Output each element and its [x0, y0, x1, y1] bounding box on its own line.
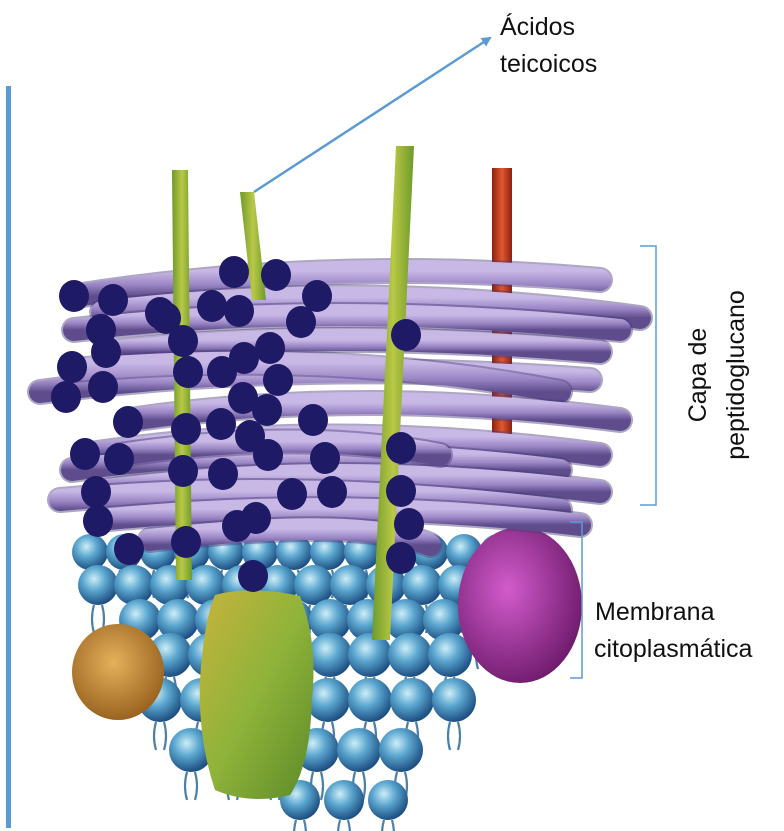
peptidoglycan-label-line2: peptidoglucano [722, 290, 750, 460]
fiber-end-cap [168, 455, 198, 487]
fiber-end-cap [219, 256, 249, 288]
fiber-end-cap [145, 297, 175, 329]
fiber-end-cap [114, 533, 144, 565]
teichoic-arrow [254, 38, 490, 192]
peptidoglycan-label-line1: Capa de [684, 328, 712, 423]
lipid-head [432, 678, 476, 722]
lipid-head [379, 728, 423, 772]
purple-membrane-protein [458, 527, 582, 683]
lipid-tail [382, 820, 394, 831]
lipid-head [324, 780, 364, 820]
fiber-end-cap [252, 394, 282, 426]
orange-membrane-protein [72, 624, 164, 720]
fiber-end-cap [104, 443, 134, 475]
fiber-end-cap [229, 342, 259, 374]
fiber-end-cap [51, 381, 81, 413]
arrow-tip [489, 37, 491, 39]
lipid-head [390, 678, 434, 722]
lipid-head [330, 565, 370, 605]
lipid-head [348, 678, 392, 722]
arrow-up-right-icon [489, 37, 491, 39]
teichoic-label-line2: teicoicos [500, 50, 597, 78]
lipid-tail [154, 722, 166, 750]
fiber-end-cap [253, 439, 283, 471]
fiber-end-cap [91, 336, 121, 368]
fiber-end-cap [386, 542, 416, 574]
teichoic-label-line1: Ácidos [500, 12, 575, 41]
fiber-end-cap [298, 404, 328, 436]
peptidoglycan-bracket [640, 246, 656, 505]
fiber-end-cap [173, 356, 203, 388]
membrane-label-line2: citoplasmática [594, 635, 752, 663]
fiber-end-cap [255, 332, 285, 364]
peptidoglycan-fiber [130, 403, 620, 420]
fiber-end-cap [70, 438, 100, 470]
fiber-end-cap [88, 371, 118, 403]
fiber-end-cap [263, 364, 293, 396]
lipid-tail [294, 820, 306, 831]
fiber-end-cap [277, 478, 307, 510]
fiber-end-cap [310, 442, 340, 474]
fiber-end-cap [261, 259, 291, 291]
green-membrane-protein [200, 590, 314, 799]
fiber-end-cap [206, 408, 236, 440]
fiber-end-cap [113, 406, 143, 438]
fiber-end-cap [98, 284, 128, 316]
lipid-head [78, 565, 118, 605]
fiber-end-cap [224, 295, 254, 327]
fiber-end-cap [171, 413, 201, 445]
lipid-head [72, 534, 108, 570]
lipid-head [114, 565, 154, 605]
fiber-end-cap [197, 290, 227, 322]
fiber-end-cap [386, 432, 416, 464]
fiber-end-cap [81, 476, 111, 508]
fiber-end-cap [59, 280, 89, 312]
fiber-end-cap [83, 505, 113, 537]
fiber-end-cap [171, 526, 201, 558]
fiber-end-cap [57, 351, 87, 383]
fiber-end-cap [317, 476, 347, 508]
fiber-end-cap [286, 306, 316, 338]
lipid-head [388, 633, 432, 677]
fiber-end-cap [391, 319, 421, 351]
lipid-tail [185, 772, 197, 800]
left-border-bar [6, 86, 11, 828]
lipid-tail [338, 820, 350, 831]
lipid-head [337, 728, 381, 772]
fiber-end-cap [238, 560, 268, 592]
lipid-head [368, 780, 408, 820]
membrane-label-line1: Membrana [595, 598, 715, 626]
fiber-end-cap [208, 458, 238, 490]
fiber-end-cap [386, 475, 416, 507]
lipid-tail [448, 722, 460, 750]
fiber-end-cap [241, 502, 271, 534]
fiber-end-cap [394, 508, 424, 540]
lipid-head [308, 633, 352, 677]
